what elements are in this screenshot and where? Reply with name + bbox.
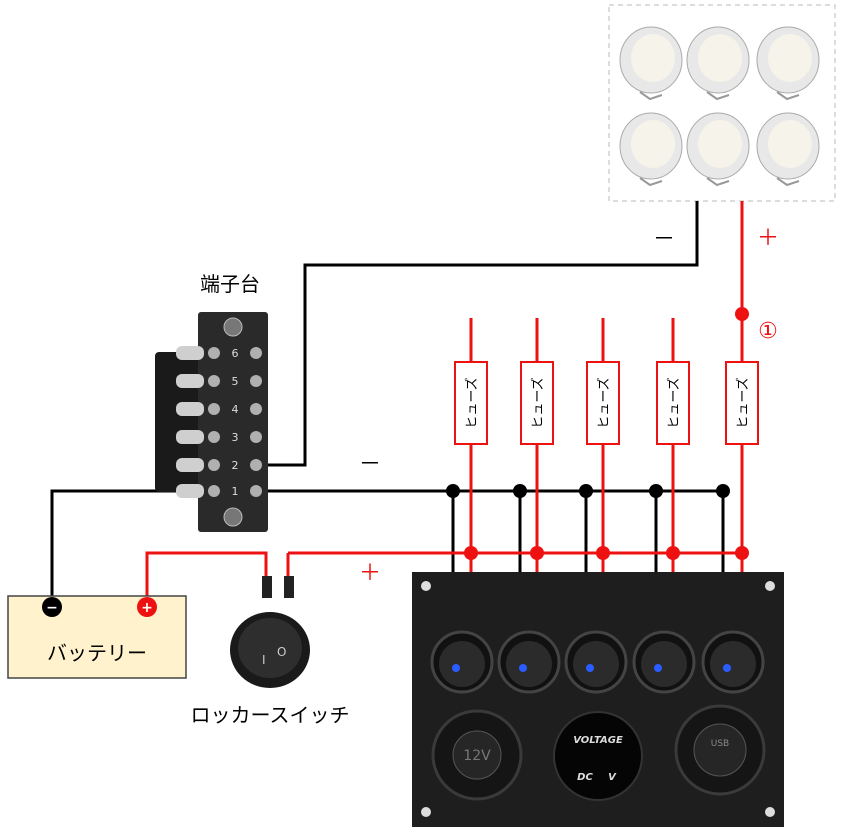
terminal-number: 3 bbox=[232, 431, 239, 444]
terminal-numbers: 6 5 4 3 2 1 bbox=[232, 347, 239, 498]
battery-positive-wire bbox=[145, 551, 268, 607]
terminal-block: 6 5 4 3 2 1 bbox=[155, 312, 268, 532]
usb-label: USB bbox=[711, 739, 729, 749]
led-light-4 bbox=[619, 112, 683, 187]
battery-negative-terminal bbox=[42, 597, 62, 617]
terminal-screws bbox=[176, 346, 262, 498]
fuse-4: ヒューズ bbox=[656, 361, 690, 445]
fuse-label: ヒューズ bbox=[666, 377, 682, 428]
rocker-switch-label: ロッカースイッチ bbox=[191, 703, 350, 727]
terminal-number: 2 bbox=[232, 459, 239, 472]
terminal-number: 4 bbox=[232, 403, 239, 416]
fuse-label: ヒューズ bbox=[464, 377, 480, 428]
terminal-number: 6 bbox=[232, 347, 239, 360]
terminal-number: 1 bbox=[232, 485, 239, 498]
socket-label: 12V bbox=[463, 748, 491, 764]
panel-switch-2 bbox=[497, 630, 561, 694]
voltmeter-dc: DC bbox=[577, 772, 593, 783]
panel-switches bbox=[430, 630, 765, 694]
terminal-block-label: 端子台 bbox=[200, 272, 260, 296]
svg-text:I: I bbox=[262, 653, 266, 667]
fuse-1: ヒューズ bbox=[454, 361, 488, 445]
bus-minus-label: － bbox=[359, 452, 381, 477]
battery-positive-terminal bbox=[137, 597, 157, 617]
switch-panel: 12V VOLTAGE DC V USB bbox=[412, 572, 784, 827]
voltmeter-title: VOLTAGE bbox=[573, 735, 623, 746]
battery: − + バッテリー bbox=[7, 595, 187, 679]
panel-switch-4 bbox=[632, 630, 696, 694]
rocker-switch: I O ロッカースイッチ bbox=[191, 576, 350, 727]
led-light-2 bbox=[686, 26, 750, 101]
panel-switch-3 bbox=[564, 630, 628, 694]
led-light-6 bbox=[756, 112, 820, 187]
fuse-label: ヒューズ bbox=[530, 377, 546, 428]
voltmeter: VOLTAGE DC V bbox=[553, 711, 643, 801]
led-lights bbox=[619, 26, 820, 187]
panel-switch-5 bbox=[701, 630, 765, 694]
svg-text:O: O bbox=[277, 645, 286, 659]
fuse-2: ヒューズ bbox=[520, 361, 554, 445]
battery-minus-sign: − bbox=[46, 600, 58, 616]
junction-dots bbox=[446, 307, 749, 560]
terminal-number: 5 bbox=[232, 375, 239, 388]
battery-label: バッテリー bbox=[47, 641, 147, 665]
voltmeter-v: V bbox=[608, 772, 617, 783]
light-plus-label: ＋ bbox=[757, 226, 779, 251]
led-light-1 bbox=[619, 26, 683, 101]
usb-socket: USB bbox=[674, 704, 766, 796]
fuse-label: ヒューズ bbox=[735, 377, 751, 428]
led-light-3 bbox=[756, 26, 820, 101]
light-minus-label: － bbox=[653, 227, 675, 252]
cigarette-socket: 12V bbox=[431, 709, 523, 801]
fuse-3: ヒューズ bbox=[586, 361, 620, 445]
light-negative-wire bbox=[268, 201, 699, 467]
fuse-label: ヒューズ bbox=[596, 377, 612, 428]
fuses: ヒューズ ヒューズ ヒューズ ヒューズ ヒューズ bbox=[454, 361, 759, 445]
panel-switch-1 bbox=[430, 630, 494, 694]
battery-negative-wire bbox=[50, 489, 196, 607]
fuse-5: ヒューズ bbox=[725, 361, 759, 445]
circle-one-label: ① bbox=[758, 319, 778, 344]
battery-plus-sign: + bbox=[141, 600, 153, 616]
led-light-5 bbox=[686, 112, 750, 187]
bus-plus-label: ＋ bbox=[359, 561, 381, 586]
